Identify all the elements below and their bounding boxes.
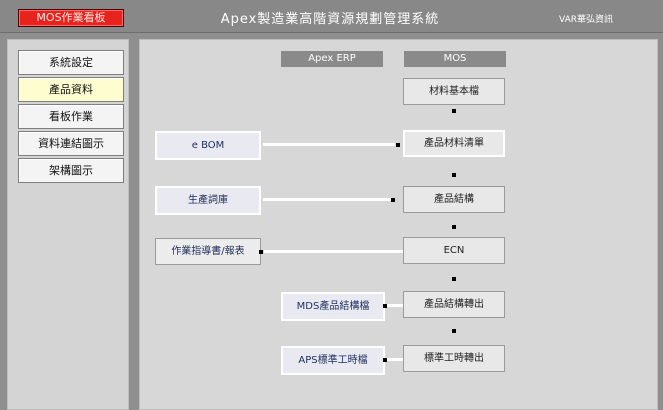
connector-dot — [383, 304, 387, 308]
link-line-ebom — [263, 143, 395, 146]
connector-dot — [383, 358, 387, 362]
title-bar: MOS作業看板 Apex製造業高階資源規劃管理系統 VAR華弘資訊 — [0, 0, 663, 33]
mos-node-standard-time-export[interactable]: 標準工時轉出 — [403, 345, 505, 372]
erp-node-production-glossary[interactable]: 生產詞庫 — [155, 186, 261, 215]
connector-dot — [452, 329, 456, 333]
diagram-panel: Apex ERP MOS 材料基本檔 產品材料清單 產品結構 ECN 產品結構轉… — [139, 39, 658, 410]
mos-column-header: MOS — [404, 51, 506, 67]
connector-dot — [391, 198, 395, 202]
link-line-production-glossary — [263, 198, 391, 201]
connector-dot — [452, 109, 456, 113]
mos-board-badge[interactable]: MOS作業看板 — [18, 9, 124, 27]
mos-node-structure-export[interactable]: 產品結構轉出 — [403, 291, 505, 318]
link-line-mds — [385, 304, 403, 307]
connector-dot — [452, 225, 456, 229]
connector-dot — [452, 173, 456, 177]
erp-node-aps-standard-time-file[interactable]: APS標準工時檔 — [281, 346, 385, 375]
mos-node-ecn[interactable]: ECN — [403, 237, 505, 264]
erp-node-mds-structure-file[interactable]: MDS產品結構檔 — [281, 292, 385, 321]
connector-dot — [396, 143, 400, 147]
sidebar-item-data-link-diagram[interactable]: 資料連結圖示 — [18, 131, 124, 156]
mos-node-product-structure[interactable]: 產品結構 — [403, 186, 505, 213]
erp-column-header: Apex ERP — [281, 51, 383, 67]
sidebar-item-architecture-diagram[interactable]: 架構圖示 — [18, 158, 124, 183]
mos-node-material-master[interactable]: 材料基本檔 — [403, 78, 505, 105]
company-name: VAR華弘資訊 — [559, 15, 613, 25]
sidebar-item-product-data[interactable]: 產品資料 — [18, 77, 124, 102]
link-line-work-instructions — [264, 250, 403, 253]
erp-node-work-instructions-report[interactable]: 作業指導書/報表 — [155, 238, 261, 265]
connector-dot — [259, 250, 263, 254]
app-title: Apex製造業高階資源規劃管理系統 — [220, 12, 440, 27]
sidebar-item-kanban-operations[interactable]: 看板作業 — [18, 104, 124, 129]
connector-dot — [452, 277, 456, 281]
erp-node-ebom[interactable]: e BOM — [155, 131, 261, 160]
sidebar: 系統設定 產品資料 看板作業 資料連結圖示 架構圖示 — [7, 39, 129, 410]
mos-node-product-bom[interactable]: 產品材料清單 — [403, 130, 505, 157]
link-line-aps — [385, 358, 403, 361]
sidebar-item-system-settings[interactable]: 系統設定 — [18, 50, 124, 75]
